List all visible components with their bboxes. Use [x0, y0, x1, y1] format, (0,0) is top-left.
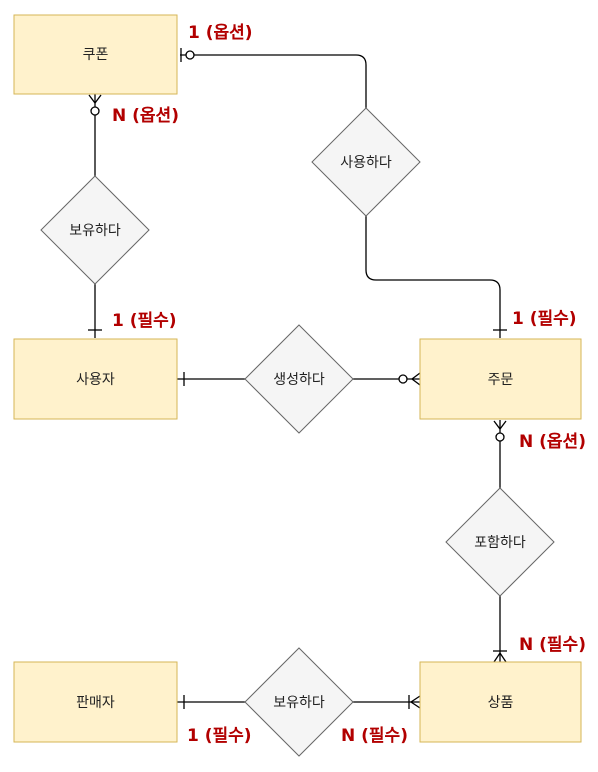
cardinality-user-owns: 1 (필수) [112, 311, 177, 331]
relationship-contains-label: 포함하다 [474, 535, 526, 551]
cardinality-seller-owns: 1 (필수) [187, 726, 252, 746]
marker-order-contains-zero-or-many [493, 420, 507, 442]
marker-coupon-uses-zero-or-one [180, 48, 195, 62]
marker-product-contains-one-or-many [493, 650, 507, 663]
cardinality-product-owns: N (필수) [341, 726, 408, 746]
relationship-creates[interactable]: 생성하다 [244, 324, 354, 434]
cardinality-order-contains: N (옵션) [519, 432, 586, 452]
cardinality-product-contains: N (필수) [519, 635, 586, 655]
marker-order-creates-zero-or-many [398, 372, 421, 386]
edge-coupon-uses [180, 54, 367, 108]
relationship-owns-coupon-label: 보유하다 [69, 223, 121, 239]
relationship-contains[interactable]: 포함하다 [445, 487, 555, 597]
entity-product-label: 상품 [488, 695, 514, 711]
cardinality-coupon-owns: N (옵션) [112, 106, 179, 126]
entity-order[interactable]: 주문 [419, 338, 582, 420]
entity-coupon-label: 쿠폰 [83, 47, 109, 63]
entity-product[interactable]: 상품 [419, 661, 582, 743]
marker-product-owns-one-or-many [408, 695, 421, 709]
relationship-owns-coupon[interactable]: 보유하다 [40, 175, 150, 285]
entity-user[interactable]: 사용자 [13, 338, 178, 420]
relationship-uses-label: 사용하다 [340, 155, 392, 171]
edge-uses-order [365, 216, 501, 338]
relationship-uses[interactable]: 사용하다 [311, 107, 421, 217]
entity-user-label: 사용자 [76, 372, 115, 388]
marker-coupon-owns-zero-or-many [88, 94, 102, 116]
relationship-owns-product-label: 보유하다 [273, 695, 325, 711]
entity-coupon[interactable]: 쿠폰 [13, 14, 178, 95]
relationship-owns-product[interactable]: 보유하다 [244, 647, 354, 757]
relationship-creates-label: 생성하다 [273, 372, 325, 388]
cardinality-coupon-uses: 1 (옵션) [188, 23, 253, 43]
entity-order-label: 주문 [488, 372, 514, 388]
entity-seller[interactable]: 판매자 [13, 661, 178, 743]
entity-seller-label: 판매자 [76, 695, 115, 711]
cardinality-order-uses: 1 (필수) [512, 309, 577, 329]
